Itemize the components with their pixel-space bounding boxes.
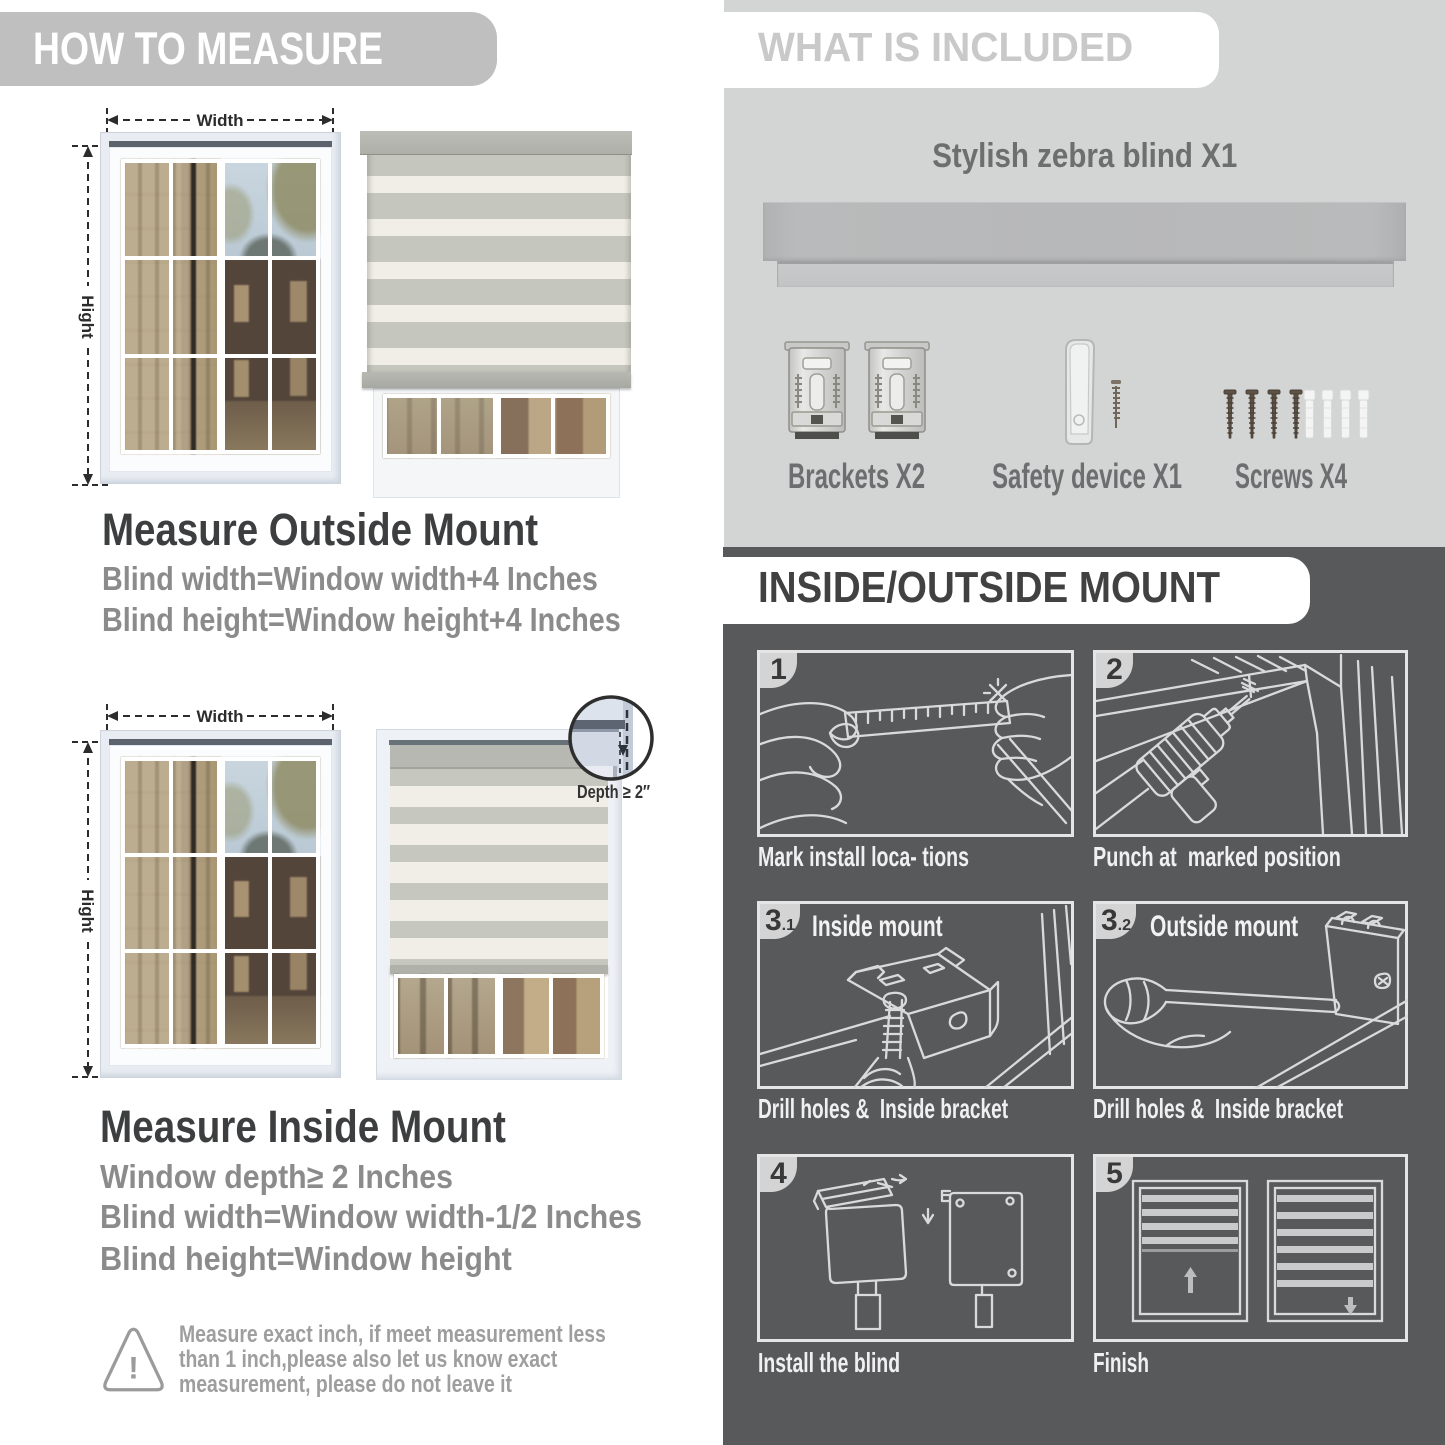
svg-text:Hight: Hight [78,889,97,933]
svg-text:!: ! [128,1350,139,1386]
svg-text:Hight: Hight [78,295,97,339]
svg-text:Width: Width [196,111,243,130]
svg-text:Width: Width [196,707,243,726]
